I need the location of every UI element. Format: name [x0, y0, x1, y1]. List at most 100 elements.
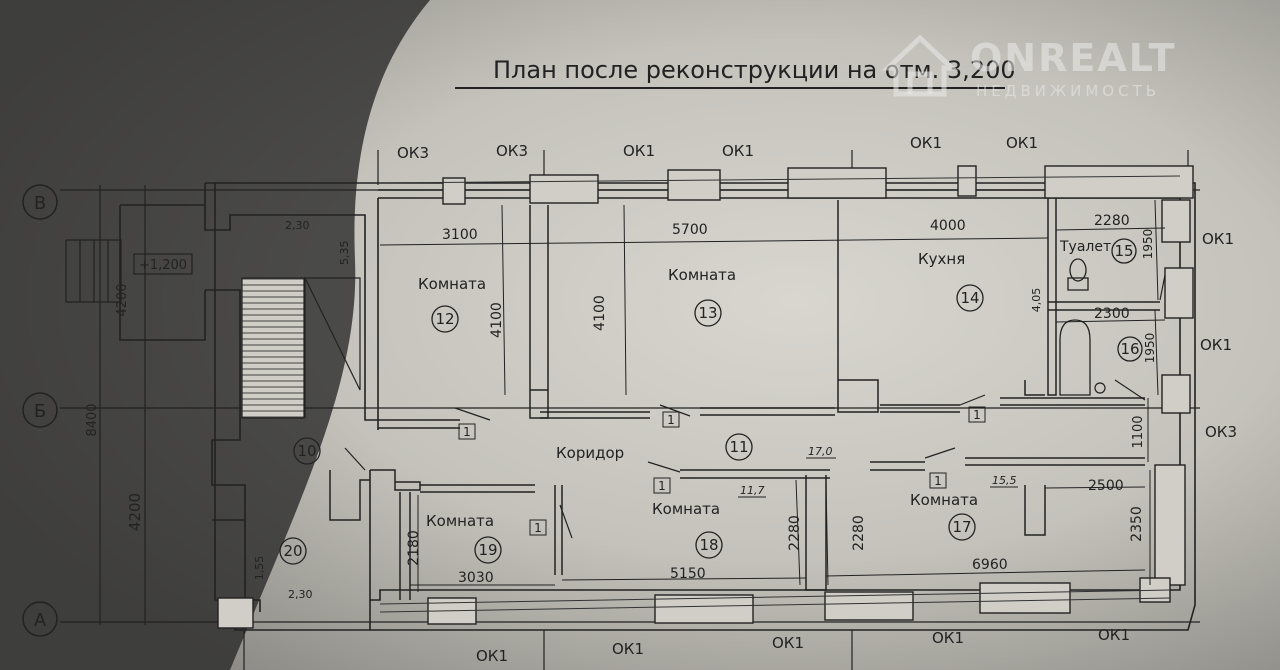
- svg-text:1: 1: [658, 479, 666, 493]
- room-12-name: Комната: [418, 275, 486, 293]
- lower-dim-4200: 4200: [126, 493, 144, 531]
- dim-r19-h: 2180: [406, 530, 422, 566]
- window-left: [217, 597, 254, 629]
- dim-r18-h: 2280: [787, 515, 803, 551]
- room-15-name: Туалет: [1059, 239, 1111, 255]
- room-11-name: Коридор: [556, 444, 624, 462]
- dim-r16-h: 1950: [1143, 333, 1157, 364]
- room-number-19: 19: [474, 536, 502, 564]
- dim-r18-h2: 2280: [851, 515, 867, 551]
- window-top: [529, 174, 599, 204]
- staircase: [241, 277, 361, 419]
- stair-width: 2,30: [285, 219, 310, 232]
- svg-text:18: 18: [699, 536, 718, 554]
- door-tag: 1: [653, 477, 671, 494]
- window-bottom: [979, 582, 1071, 614]
- door-tag: 1: [529, 519, 547, 536]
- room-number-16: 16: [1117, 336, 1143, 362]
- svg-text:12: 12: [435, 310, 454, 328]
- svg-text:11: 11: [729, 438, 748, 456]
- room-number-15: 15: [1111, 238, 1137, 264]
- window-right: [1161, 199, 1191, 243]
- svg-text:15: 15: [1114, 242, 1133, 260]
- window-label-bottom: ОК1: [932, 629, 964, 647]
- dim-r17-h: 2350: [1129, 506, 1145, 542]
- dim-r20-h: 1,55: [253, 556, 266, 581]
- dim-r19-w: 3030: [458, 570, 494, 586]
- sink-fixture: [1094, 382, 1106, 394]
- dim-r16-w: 2300: [1094, 306, 1130, 322]
- area-r17: 15,5: [992, 474, 1017, 487]
- room-19-name: Комната: [426, 512, 494, 530]
- window-bottom: [824, 591, 914, 621]
- door-tag: 1: [662, 411, 680, 428]
- axis-bubble-a: А: [22, 601, 58, 637]
- window-label-top: ОК1: [910, 134, 942, 152]
- window-label-right: ОК1: [1202, 230, 1234, 248]
- window-label-bottom: ОК1: [612, 640, 644, 658]
- svg-text:В: В: [34, 193, 46, 214]
- svg-text:+1,200: +1,200: [139, 258, 187, 273]
- area-r18: 11,7: [740, 484, 765, 497]
- level-mark: +1,200: [133, 253, 193, 275]
- dim-r12-h: 4100: [489, 302, 505, 338]
- svg-text:17: 17: [952, 518, 971, 536]
- area-r11: 17,0: [808, 445, 833, 458]
- room-13-name: Комната: [668, 266, 736, 284]
- axis-bubble-b: Б: [22, 392, 58, 428]
- room-number-12: 12: [431, 305, 459, 333]
- overall-dim-8400: 8400: [85, 403, 100, 436]
- bathtub-fixture: [1059, 319, 1091, 396]
- window-label-bottom: ОК1: [476, 647, 508, 665]
- dim-r14-w: 4000: [930, 218, 966, 234]
- room-18-name: Комната: [652, 500, 720, 518]
- window-top: [787, 167, 887, 199]
- room-number-18: 18: [695, 531, 723, 559]
- entry-steps: [65, 239, 122, 303]
- room-number-10: 10: [293, 437, 321, 465]
- room-number-14: 14: [956, 284, 984, 312]
- svg-text:А: А: [34, 610, 47, 631]
- window-label-right: ОК3: [1205, 423, 1237, 441]
- svg-text:1: 1: [973, 408, 981, 422]
- window-label-top: ОК3: [397, 144, 429, 162]
- room-number-20: 20: [279, 537, 307, 565]
- house-logo-icon: [881, 34, 959, 97]
- svg-text:1: 1: [463, 425, 471, 439]
- svg-text:1: 1: [667, 413, 675, 427]
- svg-text:20: 20: [283, 542, 302, 560]
- dim-r20-w: 2,30: [288, 588, 313, 601]
- dim-r15-h: 1950: [1141, 229, 1155, 260]
- door-tag: 1: [968, 406, 986, 423]
- dim-r18-w: 5150: [670, 566, 706, 582]
- dim-r11-h: 1100: [1131, 415, 1146, 448]
- watermark-brand: ONREALT: [970, 36, 1177, 80]
- svg-text:16: 16: [1120, 340, 1139, 358]
- toilet-fixture: [1067, 258, 1089, 291]
- svg-text:1: 1: [534, 521, 542, 535]
- stair-height: 5,35: [338, 241, 351, 266]
- window-label-top: ОК1: [623, 142, 655, 160]
- window-right: [1154, 464, 1186, 586]
- svg-text:14: 14: [960, 289, 979, 307]
- dim-r14-h: 4,05: [1030, 288, 1043, 313]
- window-label-top: ОК1: [722, 142, 754, 160]
- svg-text:10: 10: [297, 442, 316, 460]
- axis-bubble-v: В: [22, 184, 58, 220]
- window-right: [1161, 374, 1191, 414]
- window-top: [667, 169, 721, 201]
- upper-dim-4200: 4200: [115, 283, 130, 316]
- room-number-13: 13: [694, 299, 722, 327]
- dim-r13-h: 4100: [592, 295, 608, 331]
- door-tag: 1: [929, 472, 947, 489]
- window-right: [1164, 267, 1194, 319]
- window-label-bottom: ОК1: [772, 634, 804, 652]
- watermark: ONREALT НЕДВИЖИМОСТЬ: [880, 28, 1250, 108]
- window-top: [957, 165, 977, 197]
- window-bottom: [654, 594, 754, 624]
- window-label-bottom: ОК1: [1098, 626, 1130, 644]
- dim-r15-w: 2280: [1094, 213, 1130, 229]
- window-top: [442, 177, 466, 205]
- room-number-11: 11: [725, 433, 753, 461]
